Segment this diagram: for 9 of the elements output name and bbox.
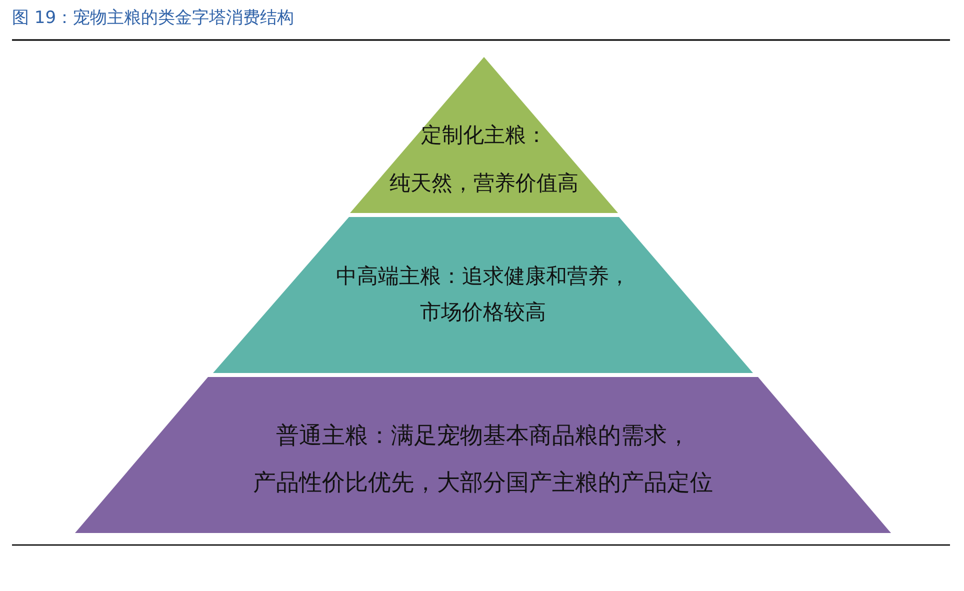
tier-description: 市场价格较高 — [420, 299, 546, 326]
pyramid-tier — [210, 217, 756, 373]
tier-heading: 普通主粮：满足宠物基本商品粮的需求， — [276, 422, 690, 451]
tier-description: 纯天然，营养价值高 — [390, 170, 578, 197]
pyramid-tier — [73, 377, 893, 533]
figure-title: 图 19：宠物主粮的类金字塔消费结构 — [12, 7, 294, 29]
tier-description: 产品性价比优先，大部分国产主粮的产品定位 — [253, 469, 713, 498]
tier-heading: 定制化主粮： — [421, 122, 547, 149]
tier-heading: 中高端主粮：追求健康和营养， — [336, 263, 630, 290]
